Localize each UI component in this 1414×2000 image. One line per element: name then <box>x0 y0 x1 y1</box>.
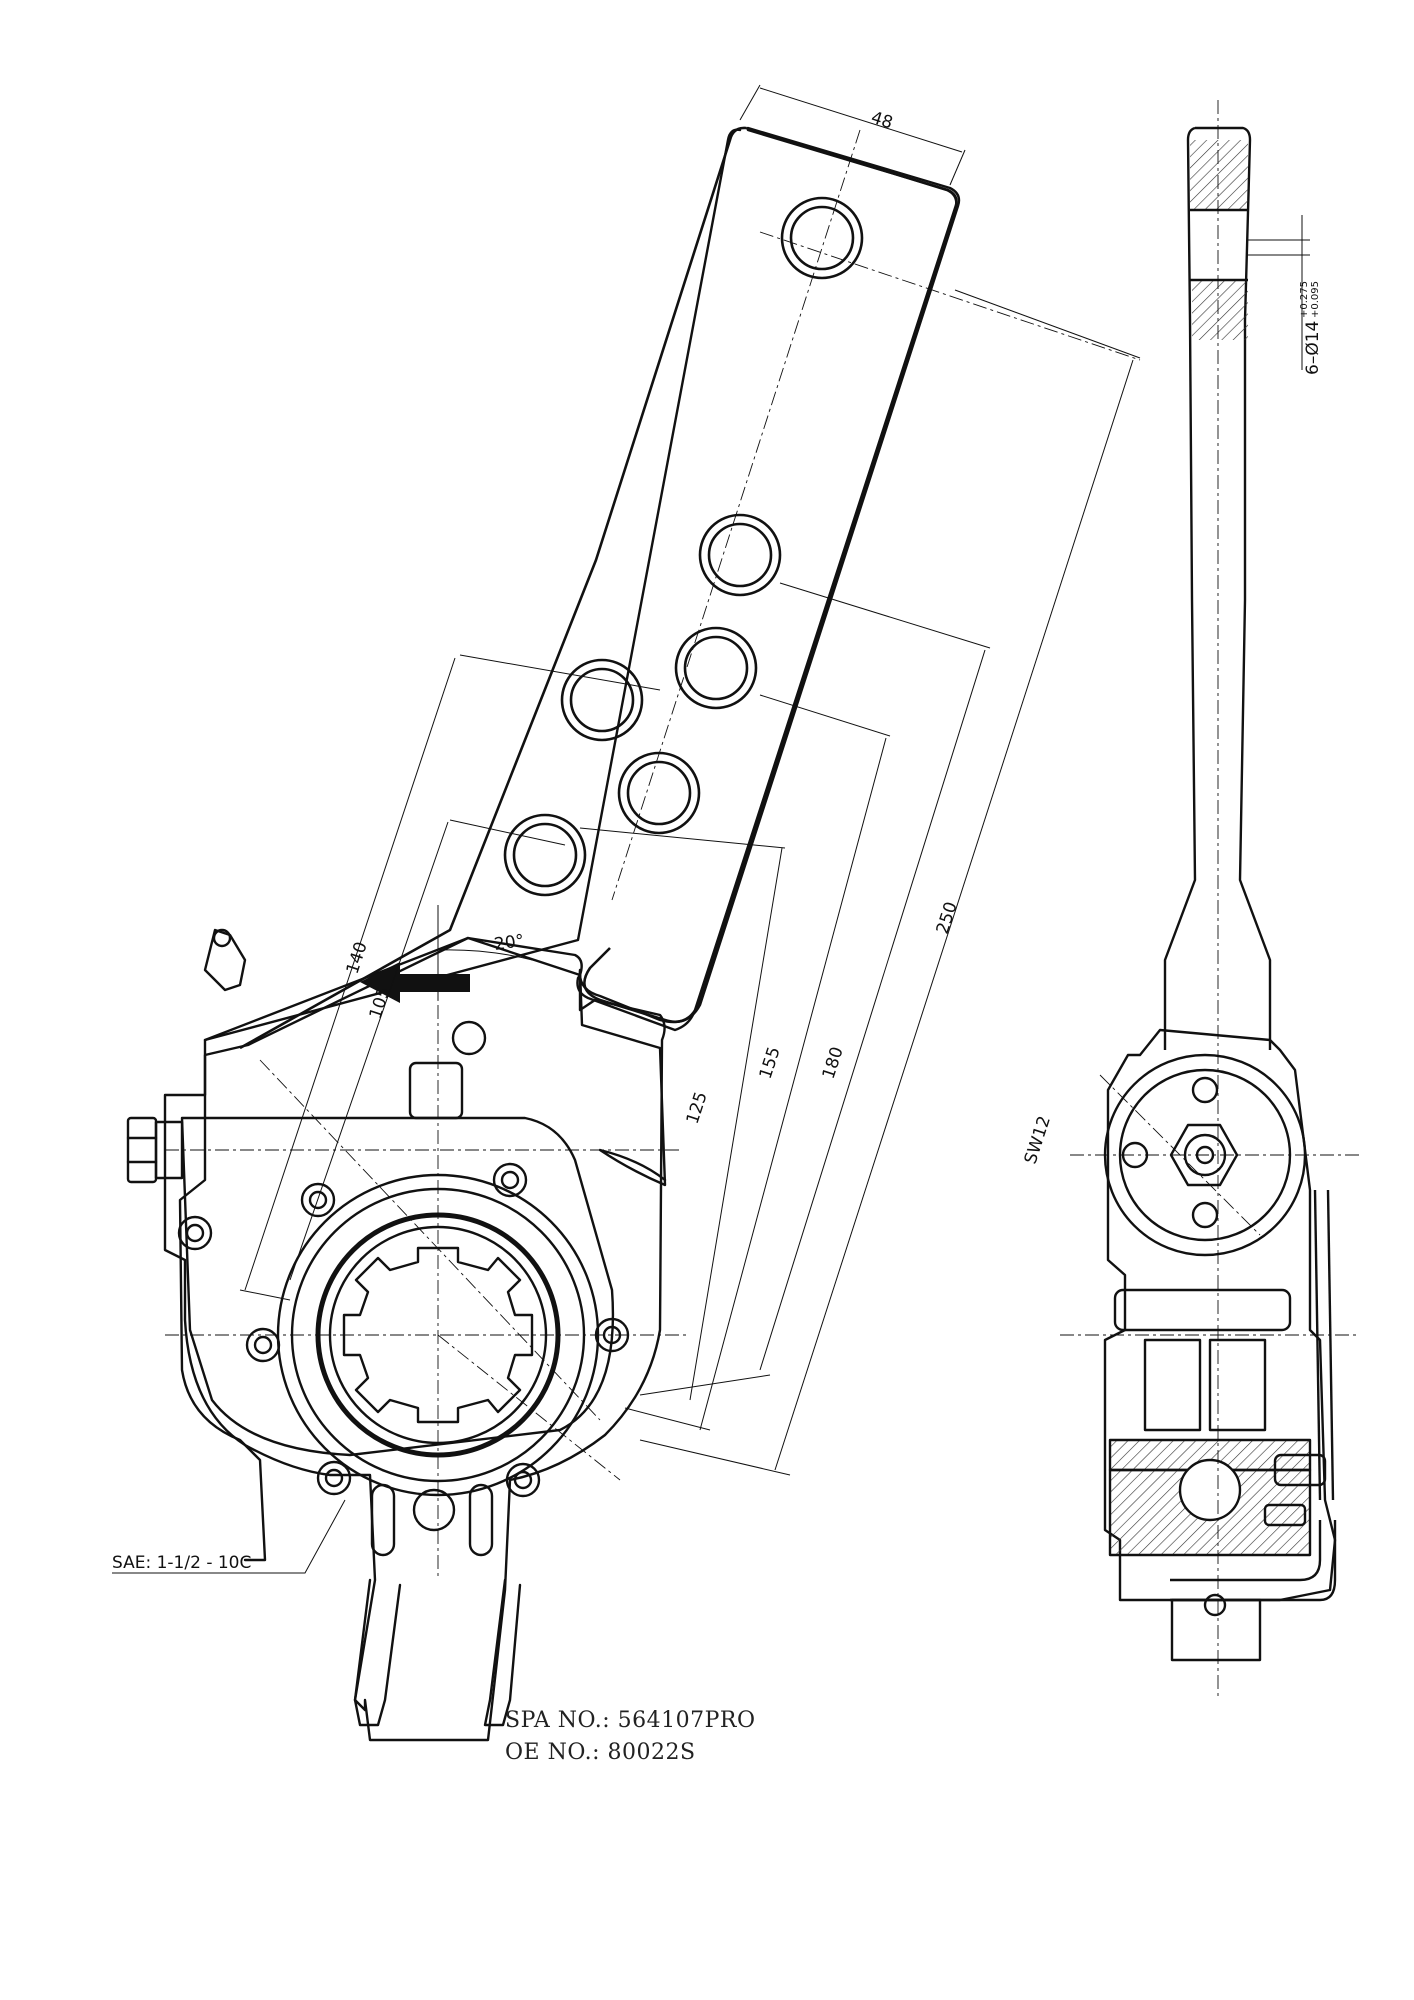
dim-angle: 20° <box>493 931 526 955</box>
housing-outline <box>163 936 666 1742</box>
adjuster-hex <box>126 1116 158 1184</box>
dim-tol-lower: +0.095 <box>1310 281 1321 318</box>
arm-outline <box>178 128 958 1562</box>
direction-arrow <box>360 962 470 1003</box>
dim-250: 250 <box>933 900 962 937</box>
oe-label: OE NO.: <box>505 1740 608 1765</box>
dim-180: 180 <box>819 1045 848 1082</box>
arm-holes <box>503 196 864 897</box>
grease-nipple <box>203 928 247 992</box>
oe-number: OE NO.: 80022S <box>505 1740 696 1765</box>
side-lever <box>1163 126 1272 1050</box>
slot-left <box>370 1483 396 1557</box>
slot-right <box>468 1483 494 1557</box>
housing-plate <box>180 1116 615 1457</box>
spa-value: 564107PRO <box>617 1708 756 1733</box>
clevis-legs <box>353 1578 522 1727</box>
arm-body <box>578 126 961 1187</box>
spline-teeth <box>342 1246 534 1424</box>
side-view <box>1103 126 1337 1662</box>
side-center-lines <box>1060 100 1360 1700</box>
spa-label: SPA NO.: <box>505 1708 618 1733</box>
dim-125: 125 <box>683 1090 712 1127</box>
arm-clean-outline <box>239 126 958 1050</box>
dim-155: 155 <box>756 1045 785 1082</box>
dim-105: 105 <box>366 985 395 1022</box>
center-lines <box>165 129 1141 1580</box>
dim-tol-upper: +0.275 <box>1299 281 1310 318</box>
oe-value: 80022S <box>607 1740 696 1765</box>
dim-wrench: SW12 <box>1021 1114 1055 1167</box>
dim-hole-spec: 6–Ø14 <box>1303 321 1323 375</box>
arm-left-edge <box>203 128 742 1042</box>
worm-housing <box>408 1061 464 1120</box>
clevis-hole <box>412 1488 456 1532</box>
spline-spec: SAE: 1-1/2 - 10C <box>112 1553 251 1573</box>
spa-number: SPA NO.: 564107PRO <box>505 1708 756 1733</box>
dimension-lines <box>112 84 1141 1574</box>
dim-140: 140 <box>343 940 372 977</box>
vent-hole <box>451 1020 487 1056</box>
